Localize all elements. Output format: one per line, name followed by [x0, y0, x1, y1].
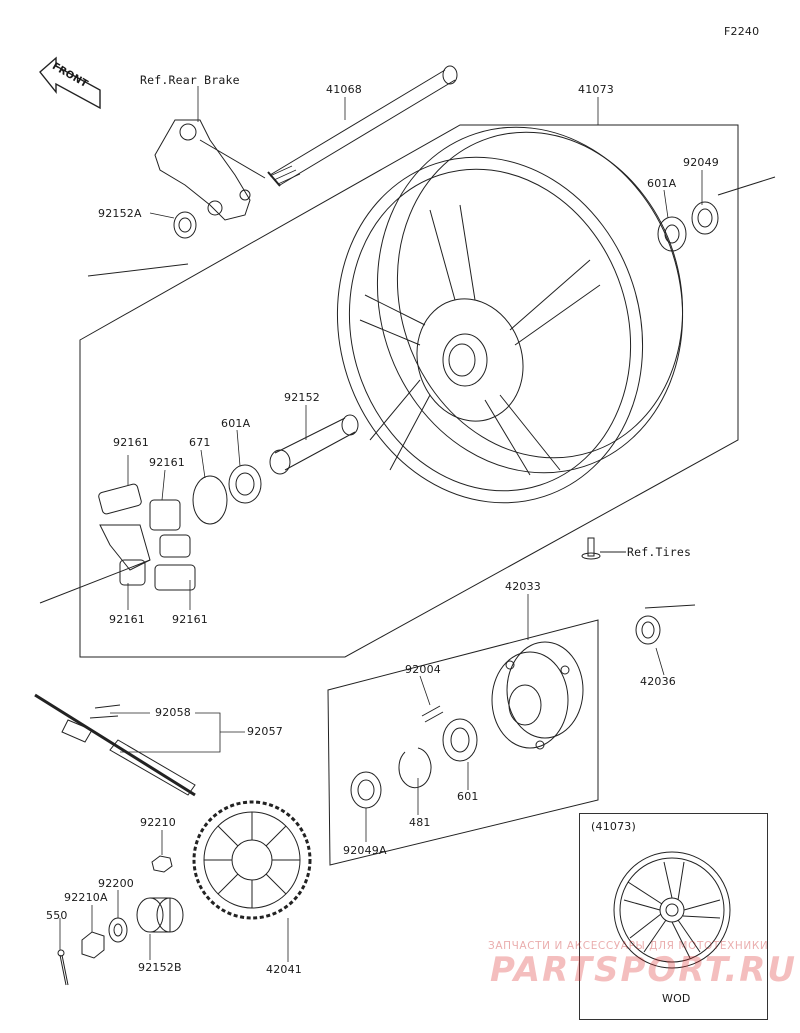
part-label-92004[interactable]: 92004 [405, 663, 441, 676]
damper-set-92161 [98, 483, 196, 591]
seal-92049A [350, 771, 382, 809]
part-label-92161-b[interactable]: 92161 [149, 456, 185, 469]
collar-92152B [136, 897, 184, 933]
rear-wheel-41073 [336, 126, 684, 504]
ref-tires[interactable]: Ref.Tires [627, 545, 692, 559]
part-label-42036[interactable]: 42036 [640, 675, 676, 688]
bearing-601 [442, 718, 478, 762]
part-label-42041[interactable]: 42041 [266, 963, 302, 976]
stud-92004 [421, 705, 444, 723]
hub-assembly-frame [327, 604, 696, 866]
part-label-92161-a[interactable]: 92161 [113, 436, 149, 449]
part-label-92210[interactable]: 92210 [140, 816, 176, 829]
wheel-assembly-frame [39, 124, 776, 658]
spacer-92152 [269, 414, 359, 475]
o-ring-671 [192, 475, 228, 525]
part-label-92152A[interactable]: 92152A [98, 207, 142, 220]
inset-wheel-41073 [613, 851, 731, 969]
collar-42036 [635, 615, 661, 645]
diagram-code: F2240 [724, 25, 760, 38]
ref-rear-brake[interactable]: Ref.Rear Brake [140, 73, 240, 87]
part-label-41073[interactable]: 41073 [578, 83, 614, 96]
washer-92200 [108, 917, 128, 943]
bearing-601A-mid [228, 464, 262, 504]
part-label-41068[interactable]: 41068 [326, 83, 362, 96]
part-label-671[interactable]: 671 [189, 436, 211, 449]
nut-92210A [81, 931, 105, 959]
front-arrow-icon [39, 56, 101, 110]
part-label-481[interactable]: 481 [409, 816, 431, 829]
nut-92210 [151, 855, 173, 873]
part-label-92049[interactable]: 92049 [683, 156, 719, 169]
part-label-92057[interactable]: 92057 [247, 725, 283, 738]
bearing-601A-top [657, 216, 687, 252]
part-label-601A-top[interactable]: 601A [647, 177, 677, 190]
sprocket-42041 [192, 800, 312, 920]
rear-brake-bracket [154, 119, 251, 221]
watermark-logo: PARTSPORT.RU [490, 950, 798, 990]
inset-title: (41073) [591, 820, 636, 833]
inset-box [579, 813, 768, 1020]
part-label-92152B[interactable]: 92152B [138, 961, 182, 974]
part-label-92058[interactable]: 92058 [155, 706, 191, 719]
part-label-550[interactable]: 550 [46, 909, 68, 922]
part-label-92210A[interactable]: 92210A [64, 891, 108, 904]
drive-chain-92057 [34, 693, 196, 797]
sprocket-hub-42033 [491, 641, 584, 750]
part-label-42033[interactable]: 42033 [505, 580, 541, 593]
axle-41068 [199, 65, 458, 187]
part-label-601[interactable]: 601 [457, 790, 479, 803]
circlip-481 [398, 747, 432, 789]
leader-lines [59, 86, 703, 962]
part-label-92161-c[interactable]: 92161 [109, 613, 145, 626]
cotter-pin-550 [57, 949, 69, 986]
inset-caption: WOD [662, 992, 691, 1005]
tire-valve [581, 537, 626, 560]
part-label-92200[interactable]: 92200 [98, 877, 134, 890]
watermark-tagline: ЗАПЧАСТИ И АКСЕССУАРЫ ДЛЯ МОТОТЕХНИКИ [488, 940, 769, 952]
part-label-92152[interactable]: 92152 [284, 391, 320, 404]
seal-92049 [691, 201, 719, 235]
part-label-92161-d[interactable]: 92161 [172, 613, 208, 626]
part-label-601A-mid[interactable]: 601A [221, 417, 251, 430]
part-label-92049A[interactable]: 92049A [343, 844, 387, 857]
collar-92152A [173, 211, 197, 239]
